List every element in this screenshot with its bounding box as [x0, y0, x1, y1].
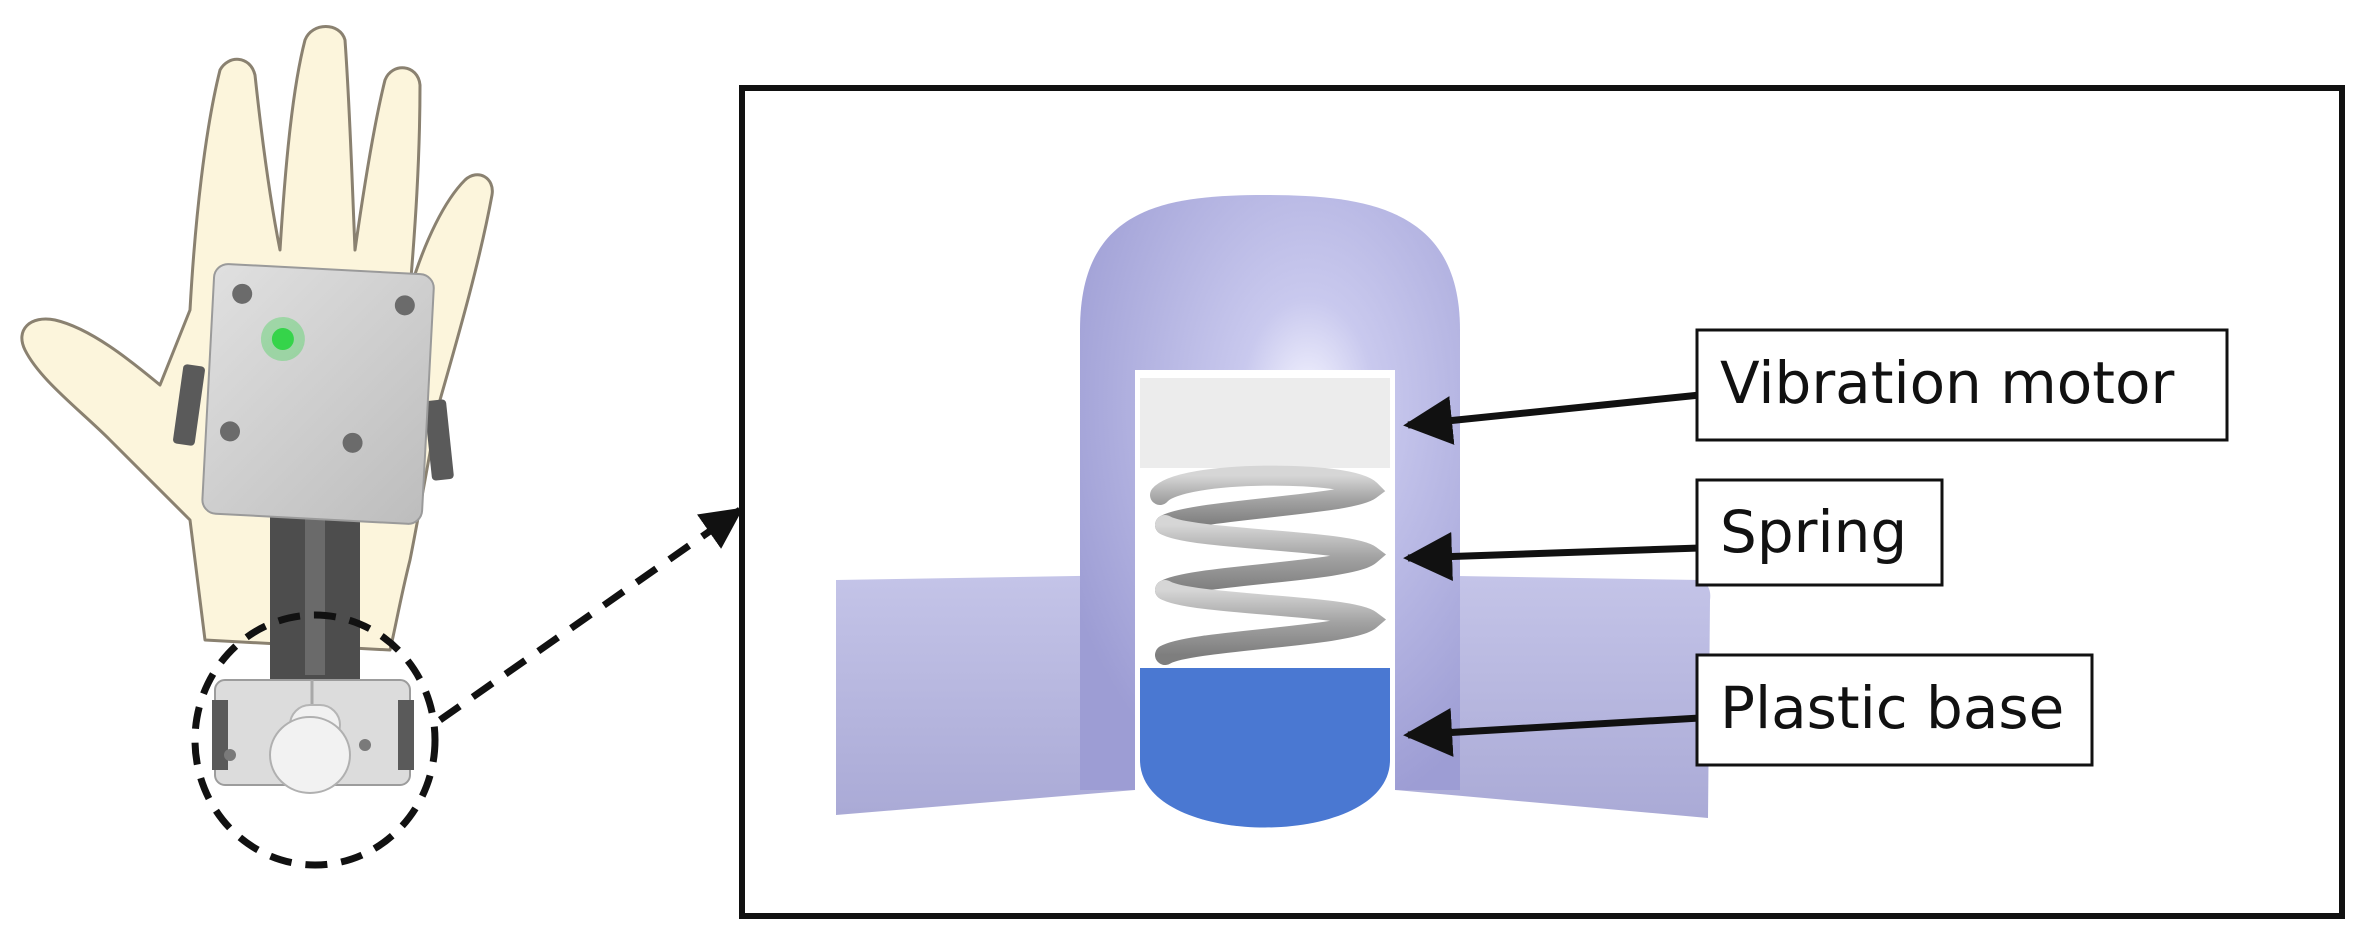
spring-icon — [1150, 465, 1387, 665]
left-wing — [836, 575, 1135, 815]
wrist-module — [212, 679, 414, 794]
strap-left — [173, 364, 205, 446]
screw-icon — [342, 432, 363, 453]
hand-with-wearable-device-icon — [20, 25, 494, 794]
right-wing — [1395, 575, 1711, 818]
plastic-base — [1140, 668, 1390, 828]
vibration-motor-label: Vibration motor — [1720, 349, 2174, 417]
vibration-motor-block — [1140, 378, 1390, 468]
strap-right — [424, 399, 454, 481]
connector-bar-highlight — [305, 505, 325, 675]
hand-module — [201, 263, 435, 525]
plastic-base-label: Plastic base — [1720, 674, 2064, 742]
plastic-base-arrow — [1403, 707, 1701, 757]
vibration-motor-callout: Vibration motor — [1695, 328, 2229, 442]
actuator-diagram — [836, 195, 1711, 828]
spring-label: Spring — [1720, 498, 1907, 566]
spring-callout: Spring — [1695, 478, 1944, 587]
spring-arrow — [1403, 532, 1701, 581]
dashed-arrow-icon — [437, 507, 744, 723]
screw-icon — [394, 295, 415, 316]
screw-icon — [232, 283, 253, 304]
plastic-base-callout: Plastic base — [1695, 653, 2094, 767]
dashed-zoom-circle-icon — [191, 611, 439, 869]
led-icon — [271, 328, 294, 351]
screw-icon — [219, 421, 240, 442]
vibration-motor-arrow — [1403, 391, 1701, 445]
